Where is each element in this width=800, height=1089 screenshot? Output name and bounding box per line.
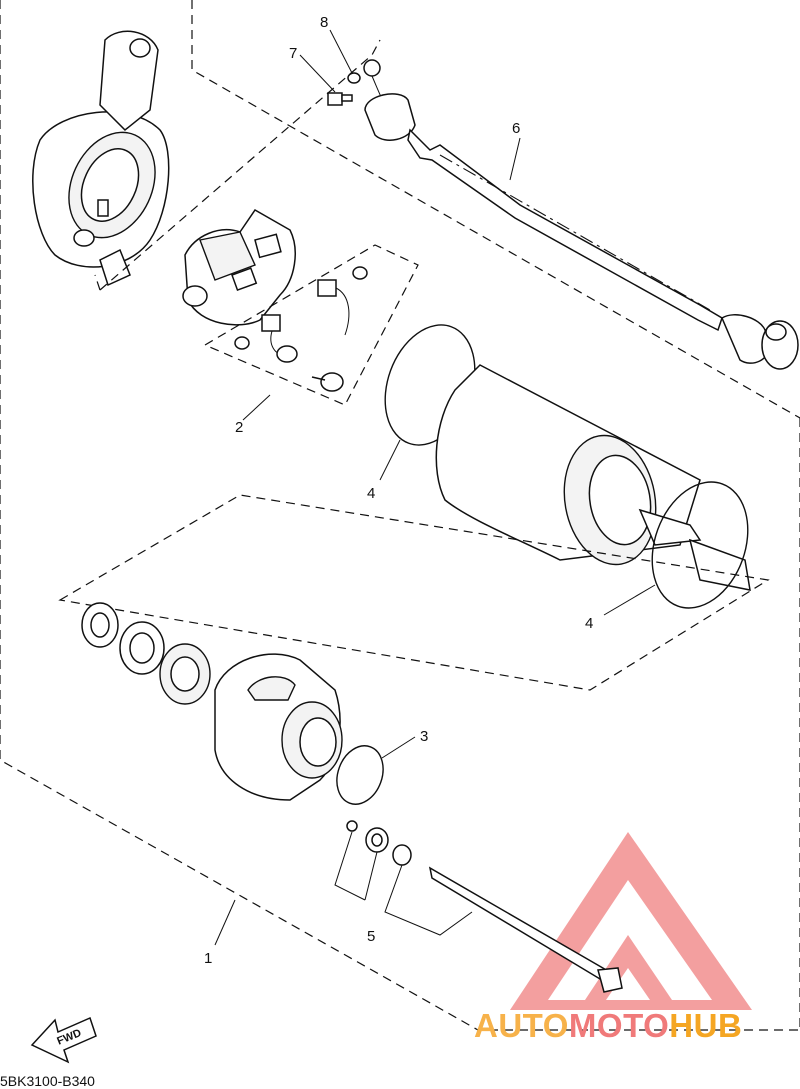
callout-2: 2 <box>235 419 243 436</box>
callout-8: 8 <box>320 14 328 31</box>
seal-kit <box>346 820 412 866</box>
callout-4-upper: 4 <box>367 485 375 502</box>
watermark-auto: AUTO <box>474 1007 569 1044</box>
o-ring-lower <box>651 481 749 609</box>
cover-box <box>94 39 381 291</box>
diagram-code: 5BK3100-B340 <box>0 1073 95 1089</box>
watermark-moto: MOTO <box>569 1007 669 1044</box>
screw-7 <box>327 92 353 106</box>
lead-axis <box>439 154 711 311</box>
callout-5: 5 <box>367 928 375 945</box>
callout-3: 3 <box>420 728 428 745</box>
washer-8 <box>347 72 361 84</box>
callout-1: 1 <box>204 950 212 967</box>
brush-holder <box>182 209 296 326</box>
brush-kit <box>234 266 368 392</box>
terminal-lead <box>363 59 799 370</box>
armature-box <box>58 494 770 691</box>
front-cover <box>214 653 343 801</box>
rear-cover <box>32 30 170 287</box>
leader-lines <box>214 29 656 946</box>
washers <box>81 602 211 705</box>
callout-4-lower: 4 <box>585 615 593 632</box>
watermark-hub: HUB <box>669 1007 742 1044</box>
yoke-armature <box>435 364 751 591</box>
assembly-boundary <box>0 0 800 1031</box>
through-bolt <box>428 866 623 993</box>
watermark-text: AUTOMOTOHUB <box>474 1007 742 1044</box>
callout-7: 7 <box>289 45 297 62</box>
seal-kit-bracket <box>334 831 473 936</box>
o-ring-3 <box>336 745 384 805</box>
callout-6: 6 <box>512 120 520 137</box>
brush-kit-box <box>203 244 419 406</box>
fwd-arrow: FWD <box>30 1016 97 1064</box>
watermark-logo <box>510 832 752 1010</box>
